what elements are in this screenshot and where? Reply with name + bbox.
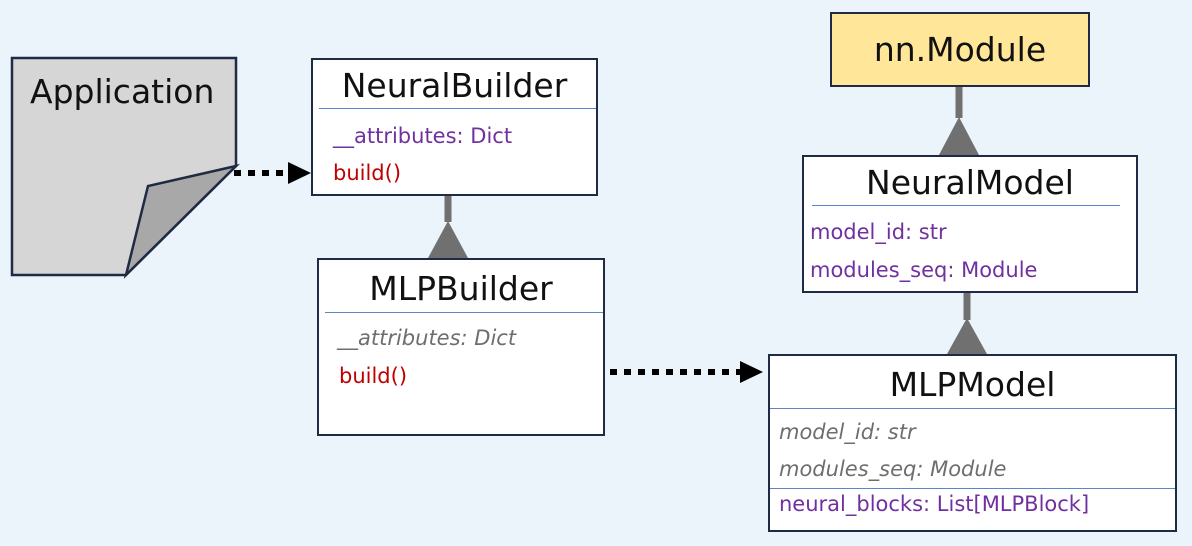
application-label: Application <box>30 72 215 111</box>
class-inherited-attribute: modules_seq: Module <box>779 457 1007 481</box>
inheritance-connector-mlpmodel-neuralmodel <box>947 293 987 354</box>
class-attribute: modules_seq: Module <box>810 258 1038 282</box>
inheritance-connector-mlpbuilder-neuralbuilder <box>428 196 468 258</box>
class-inherited-attribute: __attributes: Dict <box>337 326 517 350</box>
class-box-mlpbuilder: MLPBuilder __attributes: Dict build() <box>317 258 605 436</box>
class-box-neuralmodel: NeuralModel model_id: str modules_seq: M… <box>802 155 1138 293</box>
class-box-mlpmodel: MLPModel model_id: str modules_seq: Modu… <box>768 354 1177 532</box>
class-attribute: model_id: str <box>810 220 947 244</box>
class-attribute: __attributes: Dict <box>333 124 513 148</box>
class-title: nn.Module <box>873 30 1047 69</box>
class-separator <box>319 108 596 109</box>
class-title: NeuralBuilder <box>341 66 568 105</box>
class-separator <box>770 488 1175 489</box>
class-separator <box>812 205 1120 206</box>
class-title: MLPBuilder <box>369 269 553 308</box>
document-icon <box>10 56 240 280</box>
class-method: build() <box>333 161 402 185</box>
class-inherited-attribute: model_id: str <box>779 420 916 444</box>
class-attribute: neural_blocks: List[MLPBlock] <box>779 492 1090 516</box>
class-title: MLPModel <box>889 365 1056 404</box>
class-title: NeuralModel <box>866 163 1074 202</box>
class-method: build() <box>339 364 408 388</box>
dependency-arrow-application-to-neuralbuilder <box>234 162 311 184</box>
inheritance-connector-neuralmodel-nnmodule <box>939 87 979 155</box>
class-separator <box>770 408 1175 409</box>
class-separator <box>325 312 603 313</box>
class-box-nn-module: nn.Module <box>830 12 1090 87</box>
class-box-neuralbuilder: NeuralBuilder __attributes: Dict build() <box>311 58 598 196</box>
